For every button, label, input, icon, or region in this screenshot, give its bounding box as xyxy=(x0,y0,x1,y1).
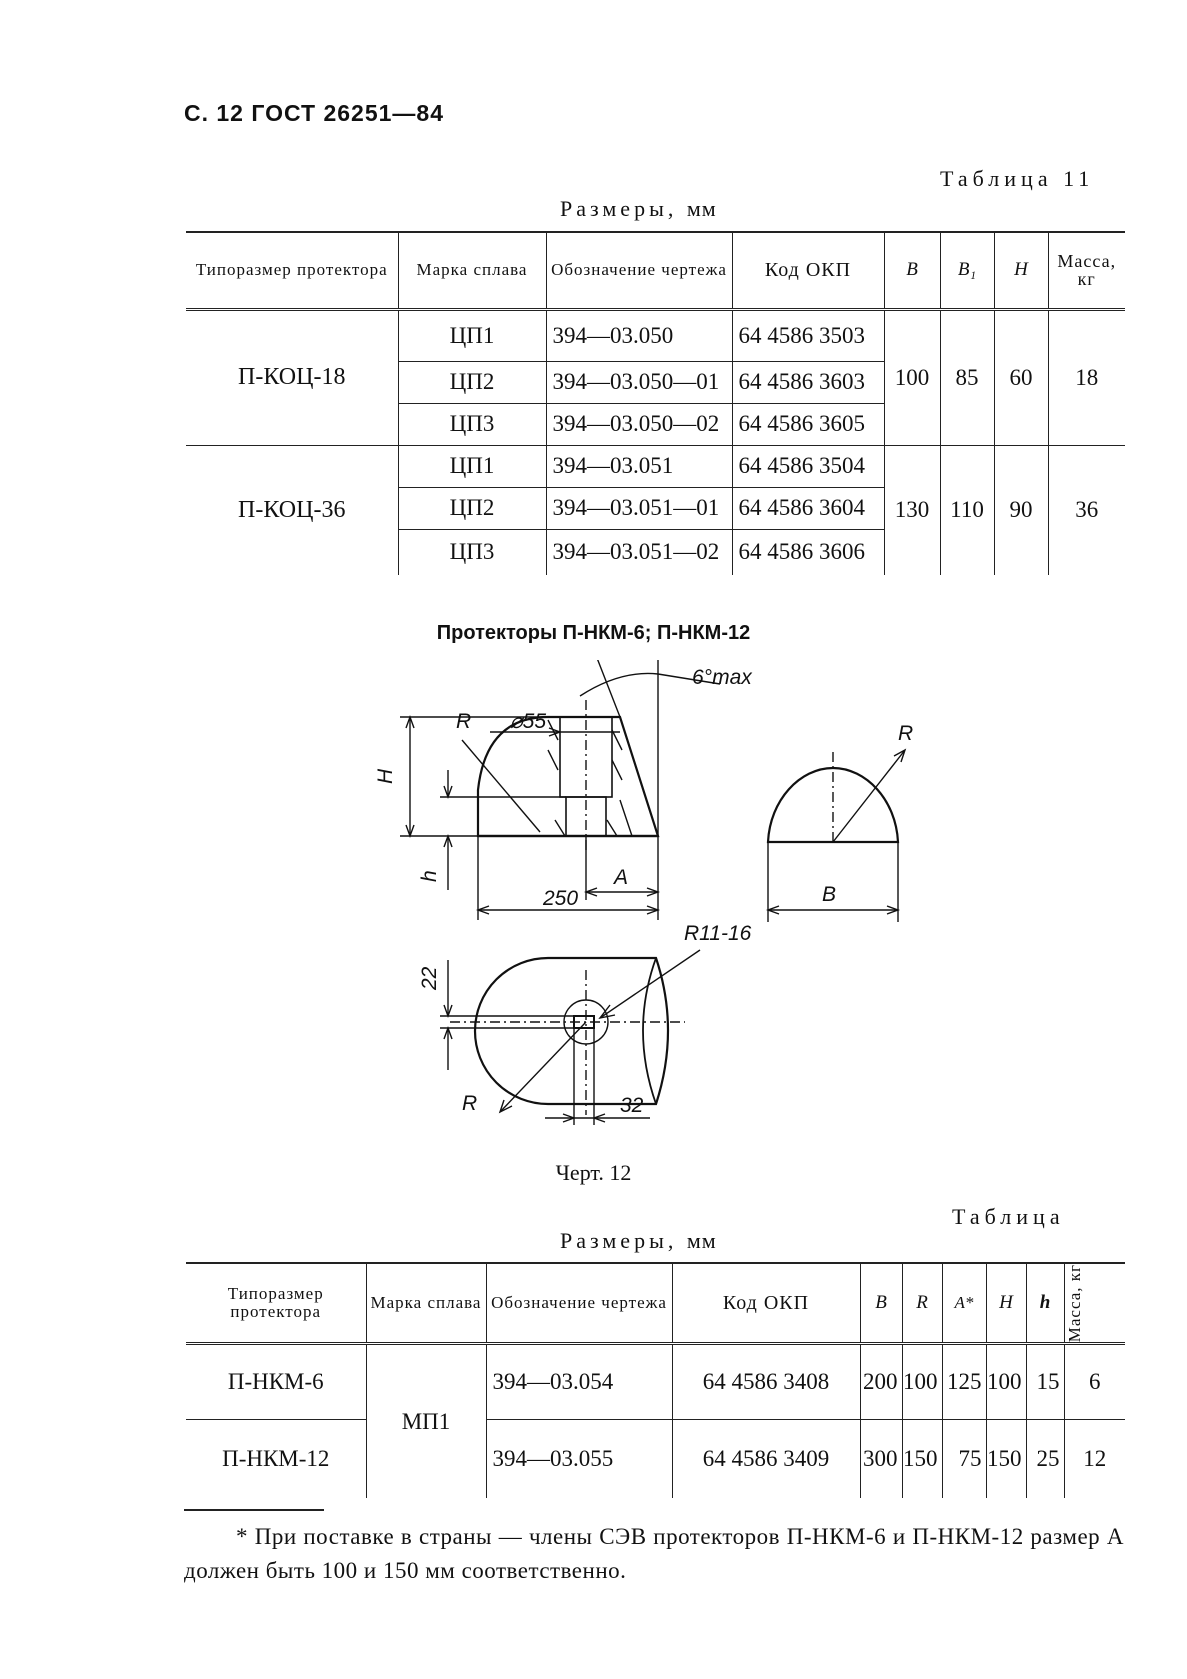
r-top-label: R xyxy=(456,710,471,733)
a-cell: 125 xyxy=(941,1343,986,1421)
size-cell: П-НКМ-12 xyxy=(222,1446,330,1471)
col-b-header: B xyxy=(883,231,940,311)
size-cell: П-НКМ-6 xyxy=(186,1343,366,1421)
mass-cell: 36 xyxy=(1047,445,1125,575)
col-b-header: B xyxy=(859,1262,902,1346)
h-cell: 100 xyxy=(985,1343,1026,1421)
h-small-cell: 25 xyxy=(1025,1419,1064,1498)
alloy-cell: ЦП2 xyxy=(397,487,546,530)
table1-units: Размеры, мм xyxy=(560,196,717,222)
drawing-caption: Черт. 12 xyxy=(555,1160,632,1185)
okp-cell: 64 4586 3605 xyxy=(731,403,884,446)
col-b1-header: B₁ xyxy=(939,231,994,311)
length-label: 250 xyxy=(542,887,578,910)
r-cell: 100 xyxy=(901,1343,942,1421)
b-label: B xyxy=(822,883,836,906)
b-cell: 300 xyxy=(859,1419,902,1498)
col-size-header: Типоразмер протектора xyxy=(186,1262,366,1346)
alloy-cell: ЦП1 xyxy=(397,309,546,362)
units-mm: мм xyxy=(686,1228,717,1253)
col-h-header: H xyxy=(993,231,1048,311)
b-cell: 100 xyxy=(883,309,940,446)
units-label: Размеры, xyxy=(560,196,678,221)
r11-label: R11-16 xyxy=(684,922,752,945)
mass-header-text: Масса, кг xyxy=(1064,1264,1084,1343)
drawing-cell: 394—03.051—02 xyxy=(545,529,732,575)
units-label: Размеры, xyxy=(560,1228,678,1253)
technical-drawing: 6°max R ⌀55 R H h A 250 B R11-16 22 R 32 xyxy=(374,660,913,1125)
alloy-cell: ЦП3 xyxy=(397,403,546,446)
b1-cell: 110 xyxy=(939,445,994,575)
col-alloy-header: Марка сплава xyxy=(397,231,546,311)
table2-units: Размеры, мм xyxy=(560,1228,717,1254)
b-cell: 200 xyxy=(859,1343,902,1421)
drawing-cell: 394—03.055 xyxy=(485,1419,672,1498)
alloy-cell: ЦП1 xyxy=(397,445,546,488)
col-r-header: R xyxy=(901,1262,942,1346)
mass-cell: 12 xyxy=(1063,1419,1125,1498)
diameter-label: ⌀55 xyxy=(510,710,546,733)
size-cell: П-КОЦ-18 xyxy=(186,309,398,446)
b1-cell: 85 xyxy=(939,309,994,446)
h-cell: 150 xyxy=(985,1419,1026,1498)
okp-cell: 64 4586 3606 xyxy=(731,529,884,575)
col-mass-header: Масса, кг xyxy=(1047,231,1125,311)
footnote-rule xyxy=(184,1509,324,1511)
section-title: Протекторы П-НКМ-6; П-НКМ-12 xyxy=(436,622,751,644)
mass-cell: 18 xyxy=(1047,309,1125,446)
okp-cell: 64 4586 3503 xyxy=(731,309,884,362)
h-lower-label: h xyxy=(418,870,441,882)
okp-cell: 64 4586 3408 xyxy=(671,1343,860,1421)
okp-cell: 64 4586 3409 xyxy=(671,1419,860,1498)
okp-cell: 64 4586 3504 xyxy=(731,445,884,488)
h-cell: 90 xyxy=(993,445,1048,575)
units-mm: мм xyxy=(686,196,717,221)
alloy-cell: МП1 xyxy=(365,1343,486,1498)
col-h-header: H xyxy=(985,1262,1026,1346)
col-a-header: A* xyxy=(941,1262,986,1346)
col-drawing-header: Обозначение чертежа xyxy=(545,231,732,311)
table-11: Типоразмер протектора Марка сплава Обозн… xyxy=(186,231,1125,575)
table1-number: Таблица 11 xyxy=(940,166,1095,191)
h-upper-label: H xyxy=(374,768,397,784)
drawing-cell: 394—03.054 xyxy=(485,1343,672,1421)
col-okp-header: Код ОКП xyxy=(671,1262,860,1346)
col-mass-header: Масса, кг xyxy=(1063,1262,1125,1346)
size-cell: П-КОЦ-36 xyxy=(238,496,346,523)
drawing-cell: 394—03.051 xyxy=(545,445,732,488)
drawing-cell: 394—03.051—01 xyxy=(545,487,732,530)
b-cell: 130 xyxy=(883,445,940,575)
footnote: * При поставке в страны — члены СЭВ прот… xyxy=(184,1524,1124,1583)
drawing-cell: 394—03.050 xyxy=(545,309,732,362)
col-alloy-header: Марка сплава xyxy=(365,1262,486,1346)
r-side-label: R xyxy=(898,722,913,745)
table2-number: Таблица xyxy=(952,1204,1065,1229)
mass-cell: 6 xyxy=(1063,1343,1125,1421)
col-size-header: Типоразмер протектора xyxy=(186,231,398,311)
angle-label: 6°max xyxy=(692,666,753,689)
drawing-cell: 394—03.050—02 xyxy=(545,403,732,446)
d32-label: 32 xyxy=(620,1094,644,1117)
h-small-cell: 15 xyxy=(1025,1343,1064,1421)
r-cell: 150 xyxy=(901,1419,942,1498)
col-h-small-header: h xyxy=(1025,1262,1064,1346)
r-bottom-label: R xyxy=(462,1092,477,1115)
table-12: Типоразмер протектора Марка сплава Обозн… xyxy=(186,1262,1125,1498)
col-okp-header: Код ОКП xyxy=(731,231,884,311)
alloy-cell: ЦП3 xyxy=(397,529,546,575)
alloy-cell: ЦП2 xyxy=(397,361,546,404)
d22-label: 22 xyxy=(418,966,441,991)
drawing-cell: 394—03.050—01 xyxy=(545,361,732,404)
a-cell: 75 xyxy=(941,1419,986,1498)
okp-cell: 64 4586 3604 xyxy=(731,487,884,530)
col-drawing-header: Обозначение чертежа xyxy=(485,1262,672,1346)
okp-cell: 64 4586 3603 xyxy=(731,361,884,404)
page-header: С. 12 ГОСТ 26251—84 xyxy=(184,100,445,126)
h-cell: 60 xyxy=(993,309,1048,446)
a-label: A xyxy=(612,866,628,889)
